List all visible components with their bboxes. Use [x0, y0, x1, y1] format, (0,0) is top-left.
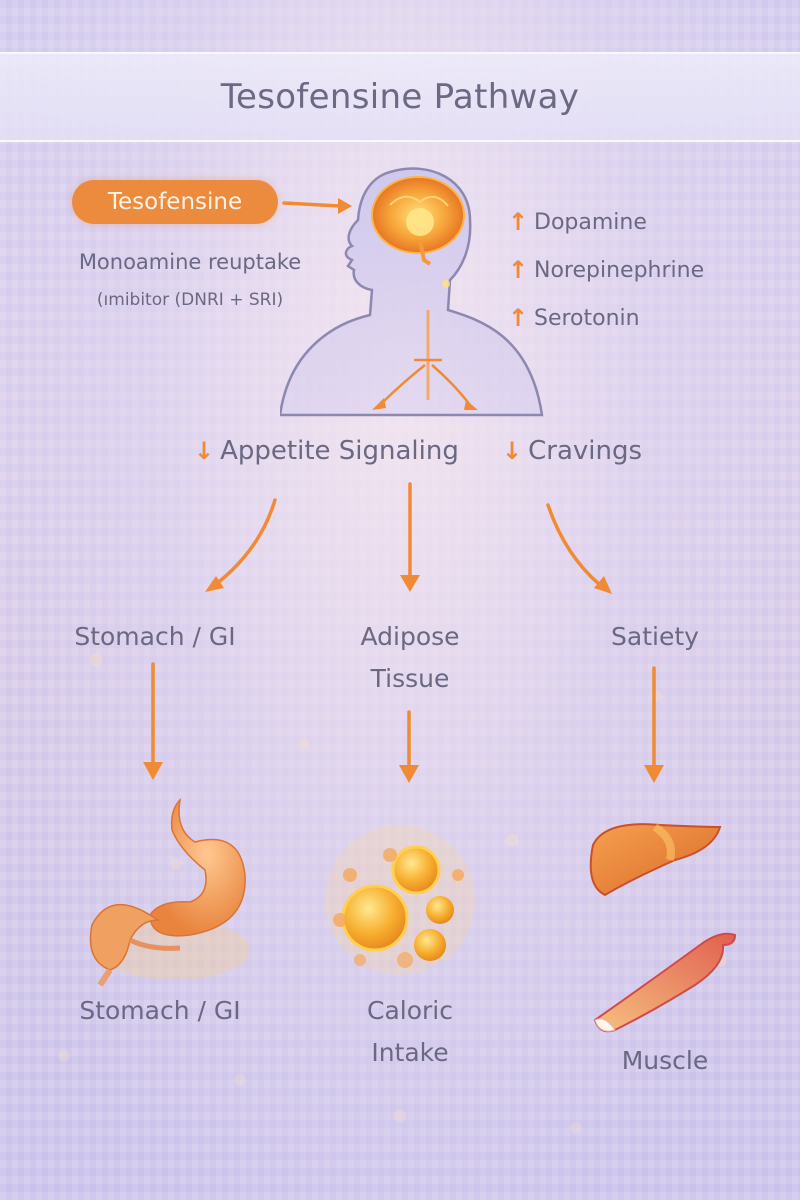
target-label-line2: Tissue [370, 664, 450, 693]
effect-label: Cravings [528, 436, 643, 466]
outcome-label: Muscle [621, 1046, 709, 1075]
neurotransmitter-label: Norepinephrine [534, 257, 705, 283]
down-arrow-icon: ↓ [502, 437, 523, 465]
up-arrow-icon: ↑ [508, 208, 529, 236]
up-arrow-icon: ↑ [508, 256, 529, 284]
target-stomach-gi: Stomach / GI [50, 616, 260, 658]
effect-cravings: ↓ Cravings [502, 436, 642, 466]
fat-cells-icon [325, 825, 475, 975]
outcome-label: Stomach / GI [79, 996, 241, 1025]
outcome-label-line1: Caloric [367, 996, 453, 1025]
outcome-stomach-gi: Stomach / GI [50, 990, 270, 1032]
mechanism-line-2: (ımibitor (DNRI + SRI) [96, 290, 284, 310]
neurotransmitter-label: Serotonin [534, 305, 640, 331]
outcome-caloric-intake: Caloric Intake [330, 990, 490, 1074]
human-brain-figure [280, 167, 544, 417]
outcome-label-line2: Intake [371, 1038, 449, 1067]
mechanism-line-1: Monoamine reuptake [78, 250, 302, 274]
target-label: Satiety [611, 622, 699, 651]
outcome-muscle: Muscle [590, 1040, 740, 1082]
neurotransmitter-label: Dopamine [534, 209, 647, 235]
neurotransmitter-list: ↑ Dopamine ↑ Norepinephrine ↑ Serotonin [508, 198, 704, 342]
target-label: Stomach / GI [74, 622, 236, 651]
stomach-icon [89, 797, 250, 987]
neurotransmitter-dopamine: ↑ Dopamine [508, 198, 704, 246]
target-label-line1: Adipose [360, 622, 460, 651]
title-band: Tesofensine Pathway [0, 52, 800, 142]
page-title: Tesofensine Pathway [220, 77, 580, 117]
target-adipose-tissue: Adipose Tissue [330, 616, 490, 700]
liver-and-muscle-icon [589, 823, 737, 1033]
neurotransmitter-norepinephrine: ↑ Norepinephrine [508, 246, 704, 294]
drug-badge: Tesofensine [72, 180, 278, 224]
neurotransmitter-serotonin: ↑ Serotonin [508, 294, 704, 342]
effect-appetite-signaling: ↓ Appetite Signaling [194, 436, 459, 466]
up-arrow-icon: ↑ [508, 304, 529, 332]
effect-label: Appetite Signaling [220, 436, 459, 466]
down-arrow-icon: ↓ [194, 437, 215, 465]
target-satiety: Satiety [585, 616, 725, 658]
